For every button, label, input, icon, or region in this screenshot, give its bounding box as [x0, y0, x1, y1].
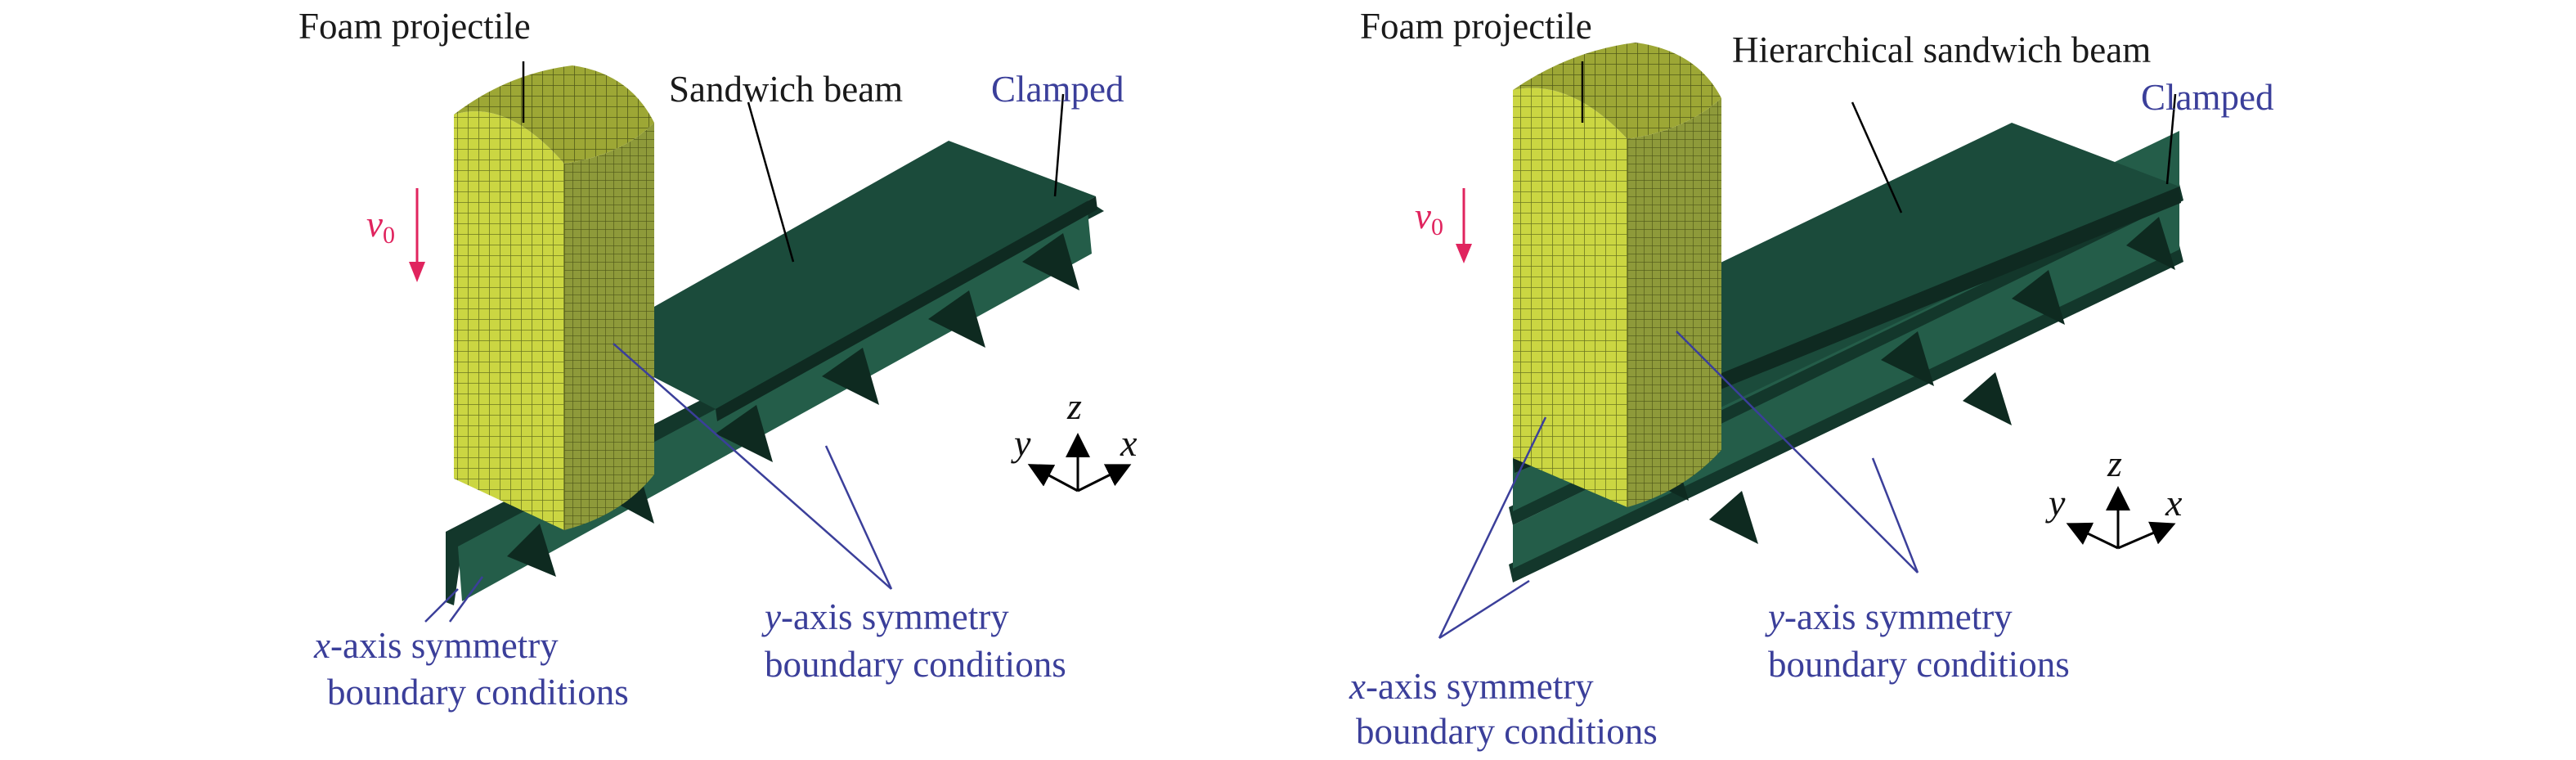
left-x-symmetry-line1: x-axis symmetry — [314, 625, 559, 666]
right-triad-x: x — [2165, 482, 2183, 524]
right-triad-z: z — [2107, 443, 2122, 484]
left-y-symmetry-line1: y-axis symmetry — [765, 596, 1009, 637]
right-triad-y: y — [2049, 482, 2066, 524]
left-panel — [409, 61, 1132, 623]
left-top-face-sheet — [589, 141, 1096, 409]
right-clamped-label: Clamped — [2141, 77, 2274, 118]
right-y-symmetry-line1: y-axis symmetry — [1768, 596, 2013, 637]
left-triad-x: x — [1120, 422, 1138, 464]
right-top-face-sheet — [1595, 123, 2179, 409]
left-foam-projectile — [454, 65, 654, 530]
left-x-symmetry-line2: boundary conditions — [327, 672, 629, 713]
right-velocity-arrow — [1456, 188, 1472, 263]
right-bottom-face-sheet — [1509, 245, 2183, 582]
left-velocity-label: v0 — [366, 204, 395, 249]
left-velocity-arrow — [409, 188, 425, 282]
right-projectile-label: Foam projectile — [1360, 6, 1592, 47]
left-leader-lines — [424, 61, 1065, 623]
left-triad-z: z — [1067, 385, 1082, 427]
right-x-symmetry-line1: x-axis symmetry — [1349, 666, 1594, 707]
right-beam-label: Hierarchical sandwich beam — [1732, 29, 2152, 70]
left-axis-triad — [1027, 433, 1132, 492]
left-y-symmetry-line2: boundary conditions — [765, 644, 1066, 685]
right-leader-lines — [1438, 61, 2177, 640]
left-projectile-label: Foam projectile — [298, 6, 531, 47]
right-axis-triad — [2066, 486, 2176, 550]
right-foam-projectile — [1513, 43, 1721, 507]
left-core-triangles — [507, 233, 1079, 577]
right-x-symmetry-line2: boundary conditions — [1356, 711, 1658, 752]
left-triad-y: y — [1014, 422, 1031, 464]
left-beam-label: Sandwich beam — [669, 69, 904, 110]
left-clamped-label: Clamped — [991, 69, 1124, 110]
right-velocity-label: v0 — [1415, 196, 1443, 241]
right-y-symmetry-line2: boundary conditions — [1768, 644, 2070, 685]
right-panel — [1438, 43, 2183, 640]
